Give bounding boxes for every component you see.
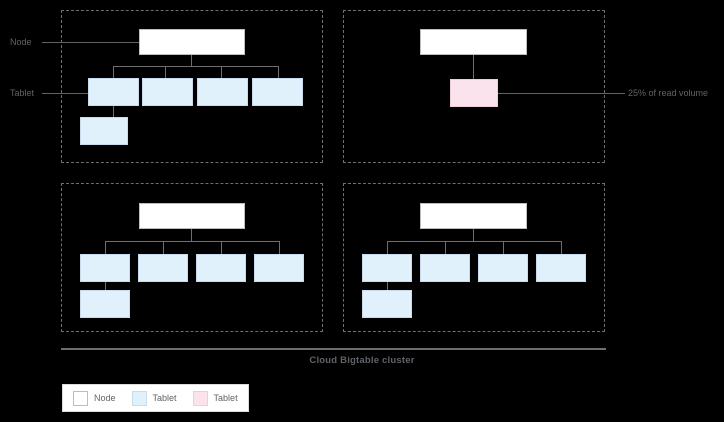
connector-drop-sub (387, 282, 388, 290)
connector-node-stem (473, 55, 474, 79)
read-volume-annotation: 25% of read volume (628, 88, 709, 98)
tablet-box[interactable] (254, 254, 304, 282)
connector-drop-1 (387, 241, 388, 254)
legend-label-tablet-hot: Tablet (213, 392, 238, 403)
connector-bus (113, 66, 278, 67)
node-panel-top-left (61, 10, 323, 163)
node-panel-bottom-left (61, 183, 323, 332)
connector-drop-1 (105, 241, 106, 254)
legend-swatch-tablet-icon (131, 390, 147, 406)
connector-node-stem (191, 229, 192, 241)
tablet-label: Tablet (10, 88, 35, 98)
legend-swatch-node-icon (73, 390, 88, 406)
legend-item-tablet[interactable]: Tablet (131, 390, 177, 406)
connector-drop-2 (165, 66, 166, 78)
tablet-box[interactable] (138, 254, 188, 282)
node-panel-top-right (343, 10, 605, 163)
node-box[interactable] (420, 203, 527, 229)
connector-drop-4 (278, 66, 279, 78)
tablet-box[interactable] (142, 78, 193, 106)
connector-bus (105, 241, 280, 242)
cluster-title: Cloud Bigtable cluster (309, 355, 415, 366)
tablet-leader-line (42, 93, 88, 94)
connector-bus (387, 241, 562, 242)
tablet-box[interactable] (80, 254, 130, 282)
tablet-box[interactable] (362, 254, 412, 282)
tablet-box[interactable] (420, 254, 470, 282)
legend-item-node[interactable]: Node (73, 390, 116, 406)
legend-label-node: Node (94, 392, 116, 403)
connector-drop-3 (221, 241, 222, 254)
node-panel-bottom-right (343, 183, 605, 332)
legend: Node Tablet Tablet (62, 384, 249, 412)
connector-drop-2 (163, 241, 164, 254)
legend-item-tablet-hot[interactable]: Tablet (192, 390, 238, 406)
connector-drop-sub (105, 282, 106, 290)
cluster-divider (61, 348, 606, 350)
connector-node-stem (191, 55, 192, 66)
connector-node-stem (473, 229, 474, 241)
node-box[interactable] (139, 203, 245, 229)
legend-label-tablet: Tablet (152, 392, 177, 403)
connector-drop-3 (503, 241, 504, 254)
node-leader-line (42, 42, 139, 43)
connector-drop-4 (279, 241, 280, 254)
node-box[interactable] (139, 29, 245, 55)
tablet-box[interactable] (362, 290, 412, 318)
tablet-box[interactable] (478, 254, 528, 282)
connector-drop-2 (445, 241, 446, 254)
tablet-box[interactable] (196, 254, 246, 282)
tablet-box[interactable] (536, 254, 586, 282)
node-label: Node (10, 37, 32, 47)
tablet-box[interactable] (197, 78, 248, 106)
tablet-box[interactable] (80, 117, 128, 145)
connector-drop-4 (561, 241, 562, 254)
legend-swatch-tablet-hot-icon (192, 390, 208, 406)
tablet-box[interactable] (88, 78, 139, 106)
connector-drop-1 (113, 66, 114, 78)
node-box[interactable] (420, 29, 527, 55)
tablet-box[interactable] (252, 78, 303, 106)
connector-drop-3 (221, 66, 222, 78)
read-volume-leader-line (498, 93, 625, 94)
tablet-box[interactable] (80, 290, 130, 318)
connector-drop-sub (113, 106, 114, 117)
tablet-box-hot[interactable] (450, 79, 498, 107)
